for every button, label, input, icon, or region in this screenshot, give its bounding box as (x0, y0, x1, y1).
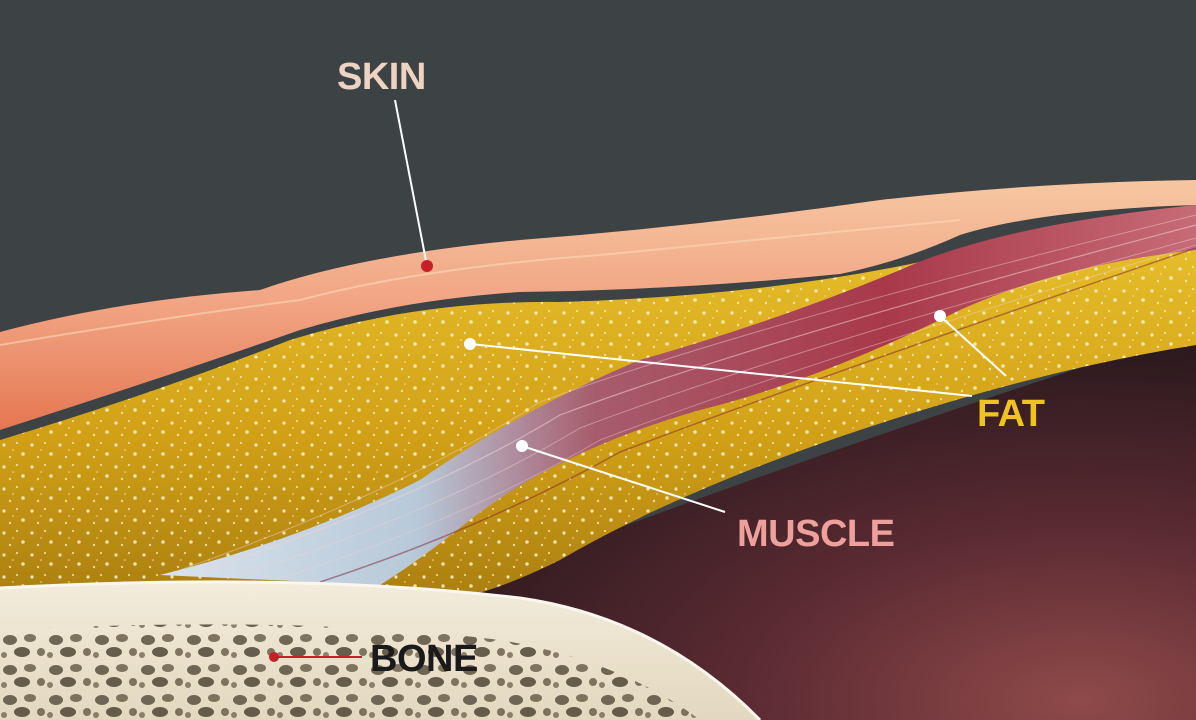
fat-muscle-marker (934, 310, 946, 322)
skin-label: SKIN (337, 58, 426, 96)
bone-label: BONE (370, 640, 478, 678)
muscle-marker (516, 440, 528, 452)
fat-marker (464, 338, 476, 350)
fat-label: FAT (977, 395, 1044, 433)
bone-marker (269, 652, 279, 662)
skin-marker (421, 260, 433, 272)
muscle-label: MUSCLE (737, 515, 894, 553)
